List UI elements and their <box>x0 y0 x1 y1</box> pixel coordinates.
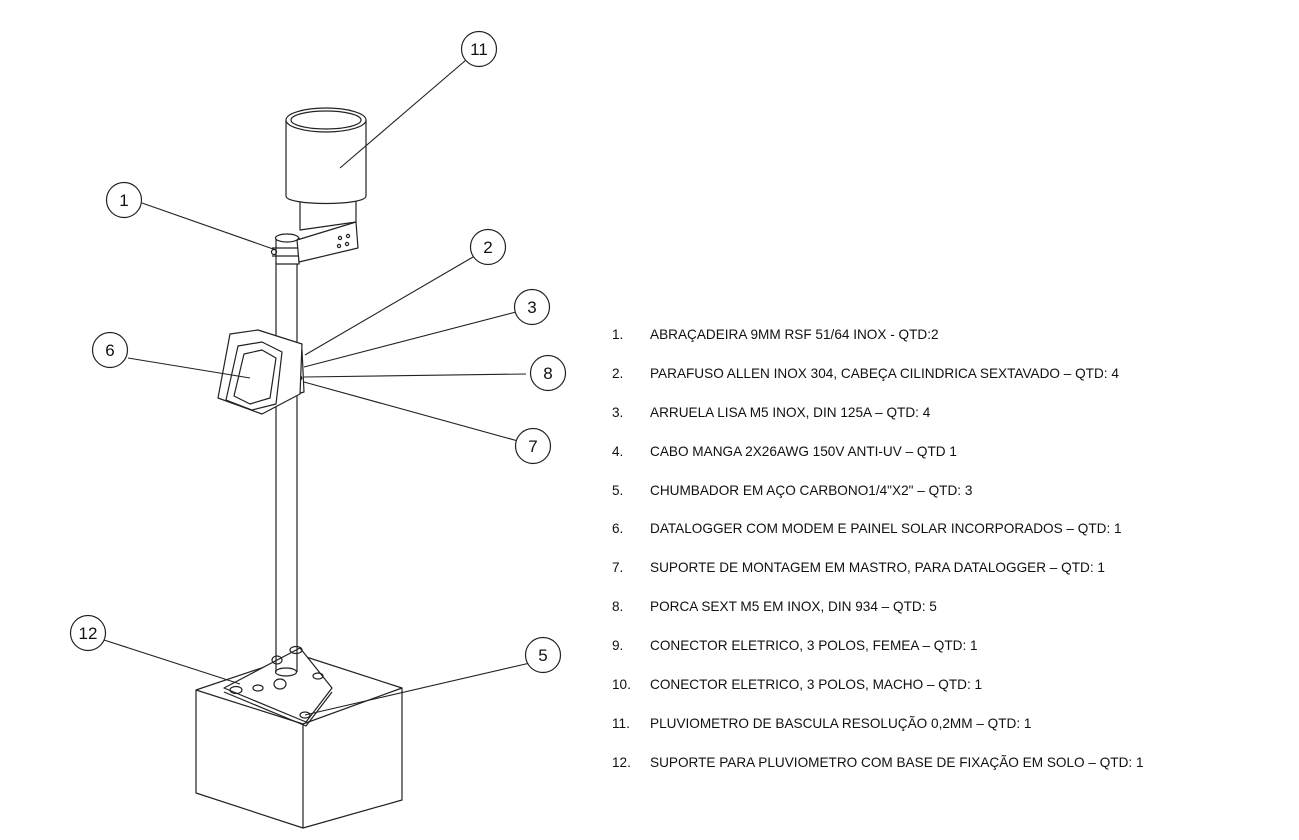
item-number: 7. <box>612 560 624 576</box>
rain-gauge <box>285 107 367 205</box>
item-description: ARRUELA LISA M5 INOX, DIN 125A – QTD: 4 <box>650 404 931 420</box>
leader-lines <box>103 59 531 716</box>
item-number: 1. <box>612 327 624 342</box>
item-number: 2. <box>612 365 624 381</box>
item-description: ABRAÇADEIRA 9MM RSF 51/64 INOX - QTD:2 <box>650 327 939 342</box>
callout-5: 5 <box>524 636 562 674</box>
datalogger <box>217 329 303 415</box>
parts-list: 1. ABRAÇADEIRA 9MM RSF 51/64 INOX - QTD:2… <box>612 327 1144 794</box>
callout-8: 8 <box>529 354 567 392</box>
parts-list-item: 12. SUPORTE PARA PLUVIOMETRO COM BASE DE … <box>612 755 1144 794</box>
parts-list-item: 11. PLUVIOMETRO DE BASCULA RESOLUÇÃO 0,2M… <box>612 716 1144 755</box>
parts-list-item: 3. ARRUELA LISA M5 INOX, DIN 125A – QTD: … <box>612 405 1144 444</box>
callout-7: 7 <box>514 427 552 465</box>
item-number: 9. <box>612 638 624 654</box>
callout-3: 3 <box>513 288 551 326</box>
callout-1: 1 <box>105 181 143 219</box>
svg-text:2: 2 <box>483 238 492 257</box>
svg-text:7: 7 <box>528 437 537 456</box>
item-number: 10. <box>612 677 631 693</box>
item-description: PLUVIOMETRO DE BASCULA RESOLUÇÃO 0,2MM –… <box>650 715 1032 731</box>
item-number: 5. <box>612 482 624 498</box>
svg-text:8: 8 <box>543 364 552 383</box>
mast <box>274 262 298 677</box>
item-description: SUPORTE DE MONTAGEM EM MASTRO, PARA DATA… <box>650 560 1105 576</box>
item-number: 12. <box>612 754 631 770</box>
item-number: 6. <box>612 521 624 537</box>
parts-list-item: 10. CONECTOR ELETRICO, 3 POLOS, MACHO – Q… <box>612 677 1144 716</box>
item-number: 3. <box>612 404 624 420</box>
item-description: CHUMBADOR EM AÇO CARBONO1/4"X2" – QTD: 3 <box>650 482 973 498</box>
item-description: SUPORTE PARA PLUVIOMETRO COM BASE DE FIX… <box>650 754 1144 770</box>
parts-list-item: 1. ABRAÇADEIRA 9MM RSF 51/64 INOX - QTD:2 <box>612 327 1144 366</box>
ground-support-plate <box>223 645 333 727</box>
svg-text:12: 12 <box>79 624 98 643</box>
svg-text:3: 3 <box>527 298 536 317</box>
item-description: CONECTOR ELETRICO, 3 POLOS, MACHO – QTD:… <box>650 677 983 693</box>
parts-list-item: 9. CONECTOR ELETRICO, 3 POLOS, FEMEA – QT… <box>612 638 1144 677</box>
svg-text:6: 6 <box>105 341 114 360</box>
parts-list-item: 7. SUPORTE DE MONTAGEM EM MASTRO, PARA DA… <box>612 560 1144 599</box>
callout-11: 11 <box>460 30 498 68</box>
rain-gauge-bracket <box>296 195 359 263</box>
svg-text:1: 1 <box>119 191 128 210</box>
top-clamp <box>270 233 302 265</box>
parts-list-item: 5. CHUMBADOR EM AÇO CARBONO1/4"X2" – QTD:… <box>612 483 1144 522</box>
callout-6: 6 <box>91 331 129 369</box>
item-description: PORCA SEXT M5 EM INOX, DIN 934 – QTD: 5 <box>650 599 937 615</box>
callout-12: 12 <box>69 614 107 652</box>
item-number: 8. <box>612 599 624 615</box>
parts-list-item: 4. CABO MANGA 2X26AWG 150V ANTI-UV – QTD … <box>612 444 1144 483</box>
svg-text:11: 11 <box>470 40 488 59</box>
item-description: PARAFUSO ALLEN INOX 304, CABEÇA CILINDRI… <box>650 365 1119 381</box>
parts-list-item: 8. PORCA SEXT M5 EM INOX, DIN 934 – QTD: … <box>612 599 1144 638</box>
svg-text:5: 5 <box>538 646 547 665</box>
item-description: CONECTOR ELETRICO, 3 POLOS, FEMEA – QTD:… <box>650 638 978 654</box>
item-description: CABO MANGA 2X26AWG 150V ANTI-UV – QTD 1 <box>650 443 957 459</box>
parts-list-item: 6. DATALOGGER COM MODEM E PAINEL SOLAR IN… <box>612 521 1144 560</box>
item-description: DATALOGGER COM MODEM E PAINEL SOLAR INCO… <box>650 521 1122 537</box>
item-number: 4. <box>612 443 624 459</box>
callout-2: 2 <box>469 228 507 266</box>
parts-list-item: 2. PARAFUSO ALLEN INOX 304, CABEÇA CILIND… <box>612 366 1144 405</box>
item-number: 11. <box>612 715 630 731</box>
